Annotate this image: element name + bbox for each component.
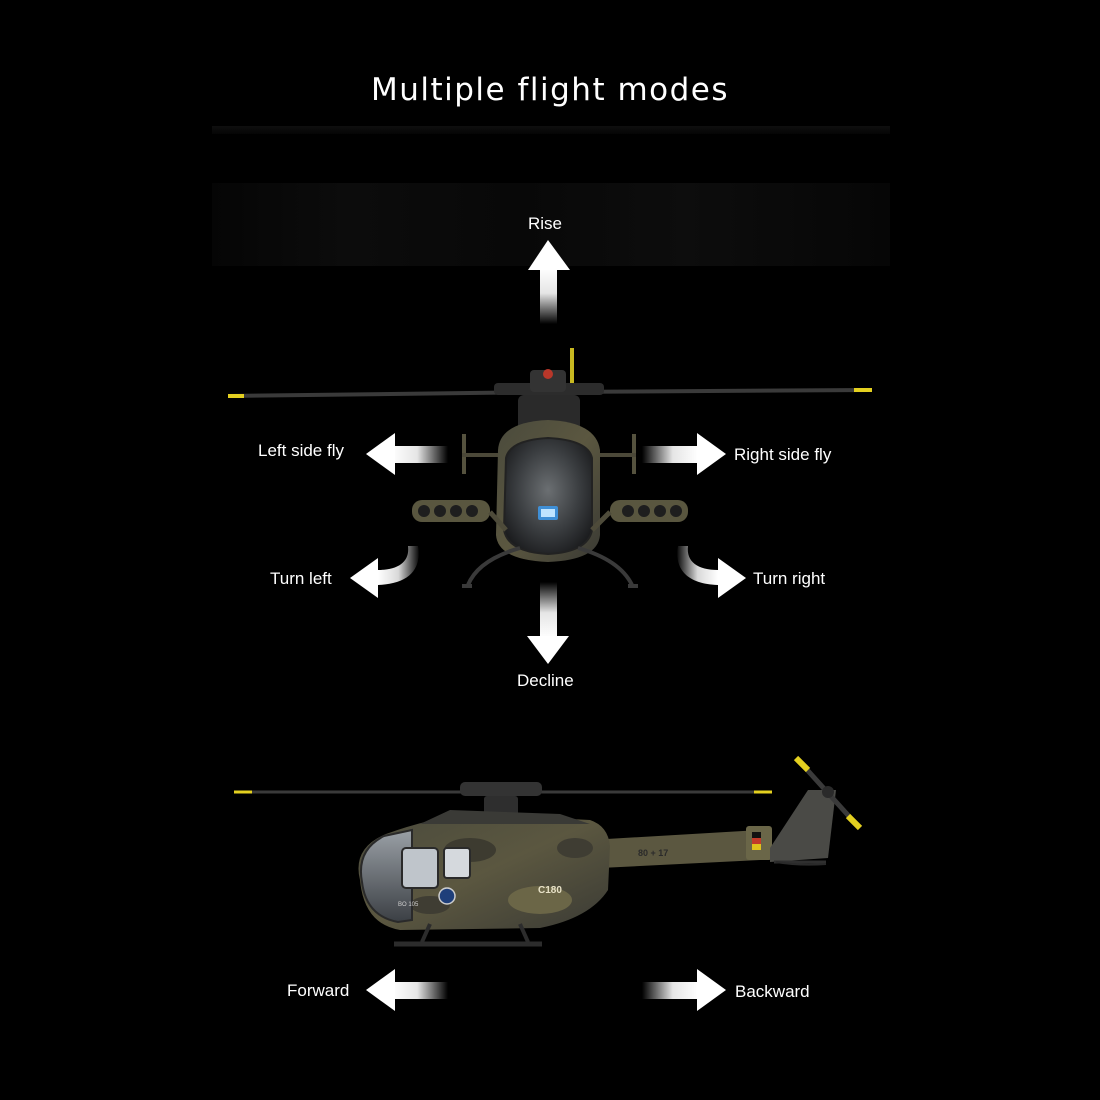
- helicopter-side-view-image: C180 BO 105 80 + 17: [234, 755, 863, 947]
- left-side-fly-arrow-icon: [366, 433, 448, 475]
- decline-arrow-icon: [527, 582, 569, 664]
- right-side-fly-arrow-icon: [642, 433, 726, 475]
- decline-label: Decline: [517, 671, 574, 690]
- turn-right-label: Turn right: [753, 569, 826, 588]
- fuselage-model-label: C180: [538, 885, 562, 896]
- rise-arrow-icon: [528, 240, 570, 324]
- turn-right-arrow-icon: [677, 546, 746, 598]
- right-side-fly-label: Right side fly: [734, 445, 832, 464]
- tail-code-label: 80 + 17: [638, 848, 668, 858]
- title-divider: [212, 126, 890, 134]
- backward-arrow-icon: [642, 969, 726, 1011]
- forward-arrow-icon: [366, 969, 448, 1011]
- backward-label: Backward: [735, 982, 810, 1001]
- fuselage-nose-label: BO 105: [398, 902, 419, 908]
- left-side-fly-label: Left side fly: [258, 441, 344, 460]
- turn-left-label: Turn left: [270, 569, 332, 588]
- helicopter-front-view-image: [227, 348, 872, 588]
- rise-label: Rise: [528, 214, 563, 233]
- forward-label: Forward: [287, 981, 350, 1000]
- page-title: Multiple flight modes: [370, 72, 730, 108]
- turn-left-arrow-icon: [350, 546, 419, 598]
